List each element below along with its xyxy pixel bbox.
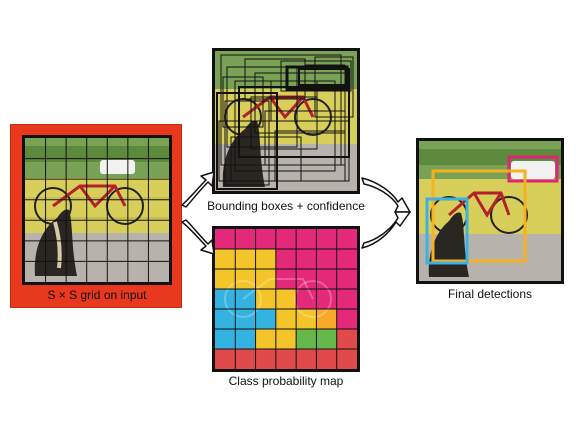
prob-cell-magenta <box>296 289 317 310</box>
prob-cell-red <box>275 349 297 369</box>
prob-cell-magenta <box>275 249 297 270</box>
detection-box-dog <box>425 197 469 265</box>
bbox-image <box>212 48 360 194</box>
probmap-caption: Class probability map <box>228 374 344 388</box>
prob-cell-yellow <box>235 249 257 270</box>
prob-cell-cyan <box>215 289 236 310</box>
prob-cell-yellow <box>255 289 277 310</box>
prob-cell-orange <box>316 309 338 330</box>
prob-cell-magenta <box>316 229 338 250</box>
grid-input-image <box>22 135 172 285</box>
grid-overlay <box>25 138 169 282</box>
grid-input-panel: S × S grid on input <box>10 124 182 308</box>
bbox-scene <box>215 51 357 191</box>
prob-cell-green <box>316 329 338 350</box>
prob-cell-magenta <box>336 269 357 290</box>
prob-cell-magenta <box>336 309 357 330</box>
prob-cell-cyan <box>215 309 236 330</box>
prob-cell-yellow <box>296 309 317 330</box>
arrow-probmap-to-detections <box>361 211 411 249</box>
prob-cell-magenta <box>316 249 338 270</box>
prob-cell-magenta <box>275 269 297 290</box>
prob-cell-yellow <box>215 249 236 270</box>
prob-cell-magenta <box>255 229 277 250</box>
detection-box-bicycle <box>431 169 527 263</box>
prob-cell-red <box>255 349 277 369</box>
prob-cell-yellow <box>275 309 297 330</box>
arrow-grid-to-probmap <box>181 219 215 255</box>
prob-cell-cyan <box>255 309 277 330</box>
prob-cell-red <box>215 349 236 369</box>
prob-cell-magenta <box>336 229 357 250</box>
prob-cell-cyan <box>235 289 257 310</box>
arrow-bbox-to-detections <box>361 177 411 213</box>
prob-cell-magenta <box>235 229 257 250</box>
prob-cell-magenta <box>296 229 317 250</box>
prob-cell-cyan <box>235 309 257 330</box>
prob-cell-magenta <box>296 249 317 270</box>
detections-image <box>416 138 564 284</box>
prob-cell-cyan <box>235 329 257 350</box>
prob-cell-red <box>316 349 338 369</box>
prob-cell-yellow <box>255 249 277 270</box>
probmap-image <box>212 226 360 372</box>
prob-cell-cyan <box>215 329 236 350</box>
detection-box-car <box>507 155 559 183</box>
arrow-grid-to-bbox <box>181 171 215 208</box>
prob-cell-yellow <box>255 329 277 350</box>
prob-cell-magenta <box>215 229 236 250</box>
probmap-grid <box>215 229 357 369</box>
prob-cell-yellow <box>215 269 236 290</box>
prob-cell-green <box>296 329 317 350</box>
detections-caption: Final detections <box>447 287 533 301</box>
prob-cell-magenta <box>336 249 357 270</box>
prob-cell-red <box>336 329 357 350</box>
prob-cell-red <box>336 349 357 369</box>
prob-cell-magenta <box>316 269 338 290</box>
prob-cell-magenta <box>275 229 297 250</box>
prob-cell-red <box>235 349 257 369</box>
prob-cell-magenta <box>336 289 357 310</box>
bbox-caption: Bounding boxes + confidence <box>207 199 365 213</box>
prob-cell-yellow <box>255 269 277 290</box>
bbox-rects <box>216 54 354 190</box>
prob-cell-yellow <box>275 289 297 310</box>
prob-cell-yellow <box>275 329 297 350</box>
prob-cell-magenta <box>316 289 338 310</box>
grid-caption: S × S grid on input <box>47 288 147 302</box>
prob-cell-magenta <box>296 269 317 290</box>
prob-cell-yellow <box>235 269 257 290</box>
detections-scene <box>419 141 561 281</box>
prob-cell-red <box>296 349 317 369</box>
